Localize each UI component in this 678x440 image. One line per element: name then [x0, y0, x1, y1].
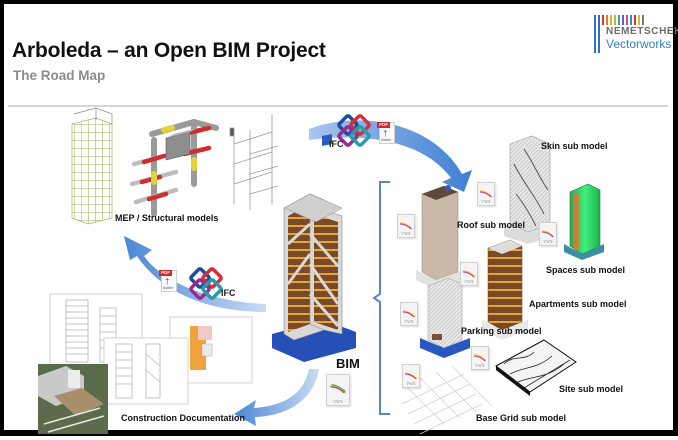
vwx-file-icon-skin: VWX	[477, 182, 495, 206]
pdf-tag: PDF	[377, 122, 390, 128]
vectorworks-swoosh-icon	[463, 270, 475, 277]
spaces-sub-model	[564, 183, 604, 260]
logo-stripe	[626, 15, 628, 25]
logo-product-name: Vectorworks	[606, 37, 672, 51]
sub-model-label-parking: Parking sub model	[461, 326, 542, 336]
roadmap-illustration	[38, 107, 604, 435]
logo-stripe	[598, 15, 600, 53]
vectorworks-swoosh-icon	[542, 230, 554, 237]
file-ext: VWX	[404, 319, 414, 324]
pdf-file-icon-top: PDF † Adobe	[377, 122, 395, 144]
sub-model-label-apartments: Apartments sub model	[529, 299, 627, 309]
sub-model-label-roof: Roof sub model	[457, 220, 525, 230]
file-ext: VWX	[475, 363, 485, 368]
pdf-file-icon-left: PDF † Adobe	[159, 270, 177, 292]
apartments-sub-model	[482, 239, 528, 340]
logo-stripe	[634, 15, 636, 25]
vectorworks-swoosh-icon	[330, 383, 347, 393]
logo-stripe	[630, 15, 632, 25]
ifc-label-left: IFC	[221, 288, 236, 298]
file-ext: VWX	[481, 199, 491, 204]
logo-stripes	[594, 15, 644, 53]
roof-sub-model	[416, 185, 464, 290]
logo-stripe	[594, 15, 596, 53]
construction-documentation-label: Construction Documentation	[121, 413, 245, 423]
adobe-glyph-icon: †	[165, 277, 170, 286]
logo-stripe	[638, 15, 640, 25]
vectorworks-swoosh-icon	[400, 222, 412, 229]
mep-piping-model	[129, 118, 219, 217]
export-arrow-mep	[124, 236, 266, 312]
vwx-file-icon-apartments: VWX	[460, 262, 478, 286]
sub-model-brace	[372, 181, 390, 415]
file-ext: VWX	[401, 231, 411, 236]
base-grid-sub-model	[401, 365, 493, 435]
site-sub-model	[495, 339, 577, 396]
file-ext: VWX	[464, 279, 474, 284]
vwx-file-icon-roof: VWX	[397, 214, 415, 238]
nemetschek-vectorworks-logo: NEMETSCHEK Vectorworks	[594, 15, 678, 55]
adobe-glyph-icon: †	[383, 129, 388, 138]
mep-structural-label: MEP / Structural models	[115, 213, 219, 223]
logo-stripe	[606, 15, 608, 25]
vwx-file-icon-site: VWX	[471, 346, 489, 370]
ifc-logo-top	[337, 114, 371, 147]
ifc-label-top: IFC	[329, 139, 344, 149]
slide-title: Arboleda – an Open BIM Project	[12, 39, 326, 62]
file-ext: VWX	[406, 381, 416, 386]
construction-documentation-sheets	[38, 293, 253, 434]
slide-subtitle: The Road Map	[13, 68, 106, 83]
logo-stripe	[602, 15, 604, 25]
title-divider	[8, 105, 668, 107]
vwx-file-icon-parking: VWX	[400, 302, 418, 326]
sub-model-label-site: Site sub model	[559, 384, 624, 394]
vwx-file-icon-bim: VWX	[326, 374, 350, 406]
export-arrow-docs	[234, 369, 319, 426]
sub-model-label-spaces: Spaces sub model	[546, 265, 626, 275]
vectorworks-swoosh-icon	[403, 310, 415, 317]
sub-model-label-base-grid: Base Grid sub model	[476, 413, 567, 423]
logo-stripe	[614, 15, 616, 25]
vwx-file-icon-spaces: VWX	[539, 222, 557, 246]
bim-label: BIM	[336, 356, 360, 371]
vwx-file-icon-base-grid: VWX	[402, 364, 420, 388]
ifc-logo-left	[189, 267, 223, 300]
vectorworks-swoosh-icon	[474, 354, 486, 361]
vectorworks-swoosh-icon	[480, 190, 492, 197]
vectorworks-swoosh-icon	[405, 372, 417, 379]
sub-model-label-skin: Skin sub model	[541, 141, 608, 151]
logo-stripe	[618, 15, 620, 25]
pdf-brand: Adobe	[163, 286, 174, 290]
logo-company-name: NEMETSCHEK	[606, 26, 678, 37]
parking-sub-model	[420, 277, 470, 358]
pdf-tag: PDF	[159, 270, 172, 276]
bim-tower-model	[272, 134, 356, 362]
file-ext: VWX	[333, 399, 343, 404]
electrical-riser-model	[229, 114, 279, 210]
logo-stripe	[610, 15, 612, 25]
logo-stripe	[622, 15, 624, 25]
structural-frame-model	[71, 107, 113, 225]
file-ext: VWX	[543, 239, 553, 244]
pdf-brand: Adobe	[381, 138, 392, 142]
logo-stripe	[642, 15, 644, 25]
